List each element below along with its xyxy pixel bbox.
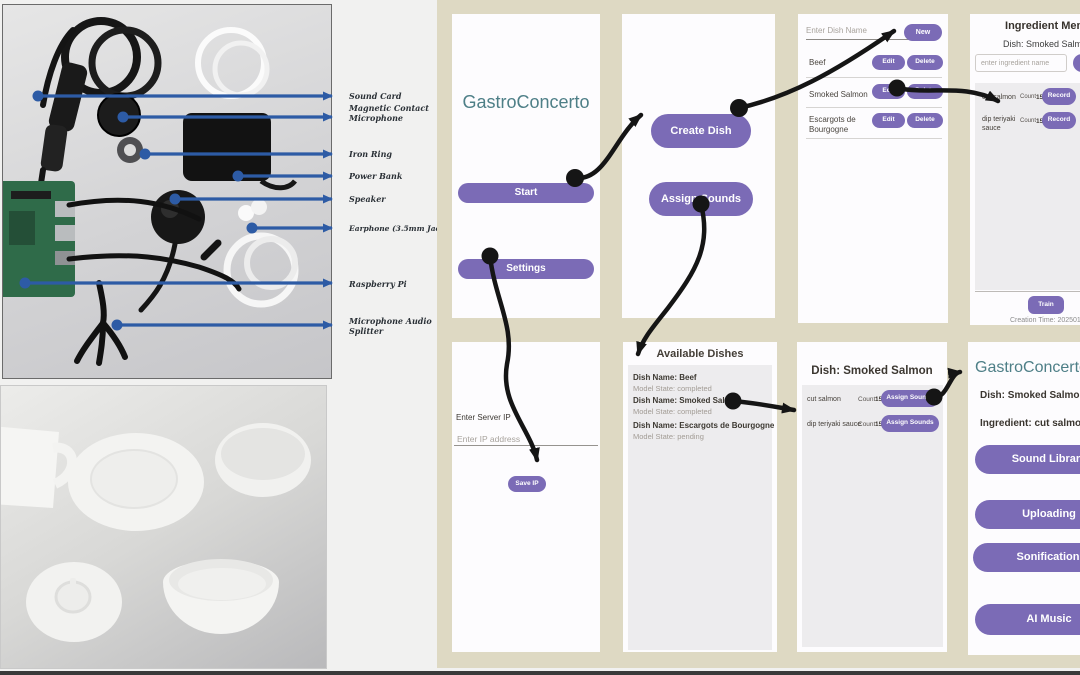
ingredient-count-value: 15 bbox=[1036, 94, 1044, 101]
screen-home: GastroConcerto Start Settings bbox=[452, 14, 600, 318]
ai-music-button[interactable]: AI Music bbox=[975, 604, 1080, 635]
dish-detail-title: Dish: Smoked Salmon bbox=[811, 365, 933, 377]
label-speaker: Speaker bbox=[349, 194, 386, 204]
dish-row-name: Escargots de Bourgogne bbox=[809, 115, 856, 134]
edit-dish-button[interactable]: Edit bbox=[872, 113, 905, 128]
app-title: GastroConcerto bbox=[462, 92, 590, 112]
ingredient-panel-divider bbox=[975, 291, 1080, 292]
available-dish-state: Model State: completed bbox=[633, 407, 712, 416]
edit-dish-button[interactable]: Edit bbox=[872, 55, 905, 70]
label-microphone-audio-splitter: Microphone Audio Splitter bbox=[349, 316, 432, 336]
screen-available-dishes: Available Dishes Dish Name: Beef Model S… bbox=[623, 342, 777, 652]
server-ip-input-underline bbox=[454, 445, 598, 446]
delete-dish-button[interactable]: Delete bbox=[907, 55, 943, 70]
available-dish-name: Dish Name: Escargots de Bourgogne bbox=[633, 421, 775, 430]
start-button[interactable]: Start bbox=[458, 183, 594, 203]
label-earphone: Earphone (3.5mm Jack) bbox=[349, 224, 449, 233]
record-button[interactable]: Record bbox=[1042, 112, 1076, 129]
screen-main-menu: Create Dish Assign Sounds bbox=[622, 14, 775, 318]
record-button[interactable]: Record bbox=[1042, 88, 1076, 105]
sound-library-button[interactable]: Sound Library bbox=[975, 445, 1080, 474]
server-ip-input[interactable]: Enter IP address bbox=[457, 434, 521, 444]
ingredient-menu-title: Ingredient Menu bbox=[1005, 20, 1080, 32]
assign-sounds-row-button[interactable]: Assign Sounds bbox=[881, 415, 939, 432]
settings-button[interactable]: Settings bbox=[458, 259, 594, 279]
train-button[interactable]: Train bbox=[1028, 296, 1064, 314]
ingredient-name-input[interactable]: enter ingredient name bbox=[975, 54, 1067, 72]
available-dish-state: Model State: completed bbox=[633, 384, 712, 393]
hardware-photo bbox=[2, 4, 332, 379]
screen-dish-list: Enter Dish Name New Beef Edit Delete Smo… bbox=[798, 14, 948, 323]
available-dish-name: Dish Name: Smoked Salmon bbox=[633, 396, 742, 405]
save-ip-button[interactable]: Save IP bbox=[508, 476, 546, 492]
app-title: GastroConcerto bbox=[975, 359, 1080, 376]
ingredient-count-label: Count bbox=[1020, 94, 1037, 100]
screen-sonification-menu: GastroConcerto Dish: Smoked Salmon Ingre… bbox=[968, 342, 1080, 655]
dish-detail-ingredient: cut salmon bbox=[807, 396, 841, 403]
screen-dish-detail: Dish: Smoked Salmon cut salmon Count: 15… bbox=[797, 342, 947, 652]
creation-time-text: Creation Time: 20250123_09 bbox=[1010, 317, 1080, 324]
bottom-edge-bar bbox=[0, 671, 1080, 675]
dish-detail-ingredient: dip teriyaki sauce bbox=[807, 421, 862, 428]
edit-dish-button[interactable]: Edit bbox=[872, 84, 905, 99]
tableware-photo bbox=[0, 385, 327, 669]
ingredient-row-name: cut salmon bbox=[982, 94, 1016, 101]
dish-detail-count-value: 15 bbox=[875, 396, 883, 403]
ingredient-menu-dish: Dish: Smoked Salmon bbox=[1002, 39, 1080, 49]
screen-server-settings: Enter Server IP Enter IP address Save IP bbox=[452, 342, 600, 652]
label-iron-ring: Iron Ring bbox=[349, 149, 392, 159]
sonification-ingredient: Ingredient: cut salmon bbox=[980, 418, 1080, 429]
available-dishes-title: Available Dishes bbox=[656, 348, 744, 360]
dish-detail-count-label: Count: bbox=[858, 396, 878, 403]
add-ingredient-button[interactable] bbox=[1073, 54, 1080, 72]
dish-name-input-underline bbox=[806, 39, 910, 40]
dish-detail-count-label: Count: bbox=[858, 421, 878, 428]
dish-row-name: Smoked Salmon bbox=[809, 90, 868, 99]
dish-row-name: Beef bbox=[809, 58, 826, 67]
ingredient-count-value: 15 bbox=[1036, 118, 1044, 125]
delete-dish-button[interactable]: Delete bbox=[907, 84, 943, 99]
available-dish-state: Model State: pending bbox=[633, 432, 704, 441]
assign-sounds-button[interactable]: Assign Sounds bbox=[649, 182, 753, 216]
dish-name-input[interactable]: Enter Dish Name bbox=[806, 26, 867, 35]
uploading-button[interactable]: Uploading bbox=[975, 500, 1080, 529]
new-dish-button[interactable]: New bbox=[904, 24, 942, 41]
hardware-photo-art bbox=[3, 17, 299, 366]
sonification-button[interactable]: Sonification bbox=[973, 543, 1080, 572]
dish-detail-count-value: 15 bbox=[875, 421, 883, 428]
tableware-photo-art bbox=[1, 423, 311, 642]
available-dishes-panel bbox=[628, 365, 772, 650]
delete-dish-button[interactable]: Delete bbox=[907, 113, 943, 128]
label-magnetic-contact-microphone: Magnetic Contact Microphone bbox=[349, 103, 429, 123]
label-raspberry-pi: Raspberry Pi bbox=[349, 279, 407, 289]
label-power-bank: Power Bank bbox=[349, 171, 403, 181]
sonification-dish: Dish: Smoked Salmon bbox=[980, 390, 1080, 401]
ingredient-row-name: dip teriyaki sauce bbox=[982, 116, 1016, 132]
assign-sounds-row-button[interactable]: Assign Sounds bbox=[881, 390, 939, 407]
create-dish-button[interactable]: Create Dish bbox=[651, 114, 751, 148]
server-ip-label: Enter Server IP bbox=[456, 413, 511, 422]
ingredient-count-label: Count bbox=[1020, 118, 1037, 124]
available-dish-name: Dish Name: Beef bbox=[633, 373, 697, 382]
label-sound-card: Sound Card bbox=[349, 91, 402, 101]
screen-ingredient-menu: Ingredient Menu Dish: Smoked Salmon ente… bbox=[970, 14, 1080, 325]
